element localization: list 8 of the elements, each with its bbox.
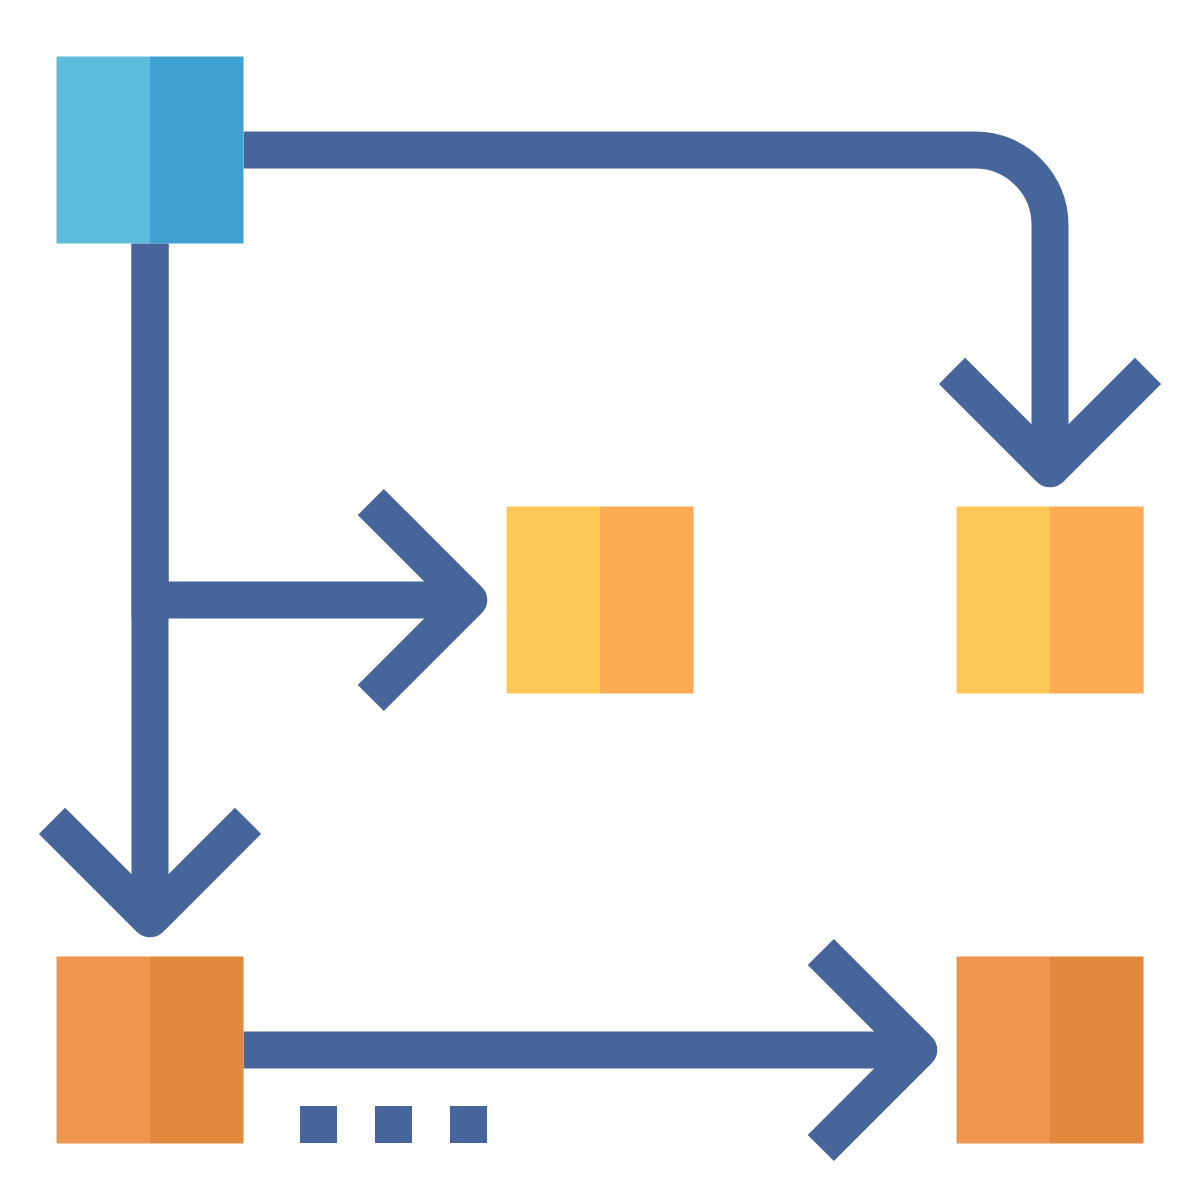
arrow: [38, 243, 262, 938]
arrow: [243, 938, 938, 1162]
arrow: [243, 131, 1162, 488]
box: [956, 506, 1144, 694]
box: [506, 506, 694, 694]
box: [56, 56, 244, 244]
box: [56, 956, 244, 1144]
box: [956, 956, 1144, 1144]
